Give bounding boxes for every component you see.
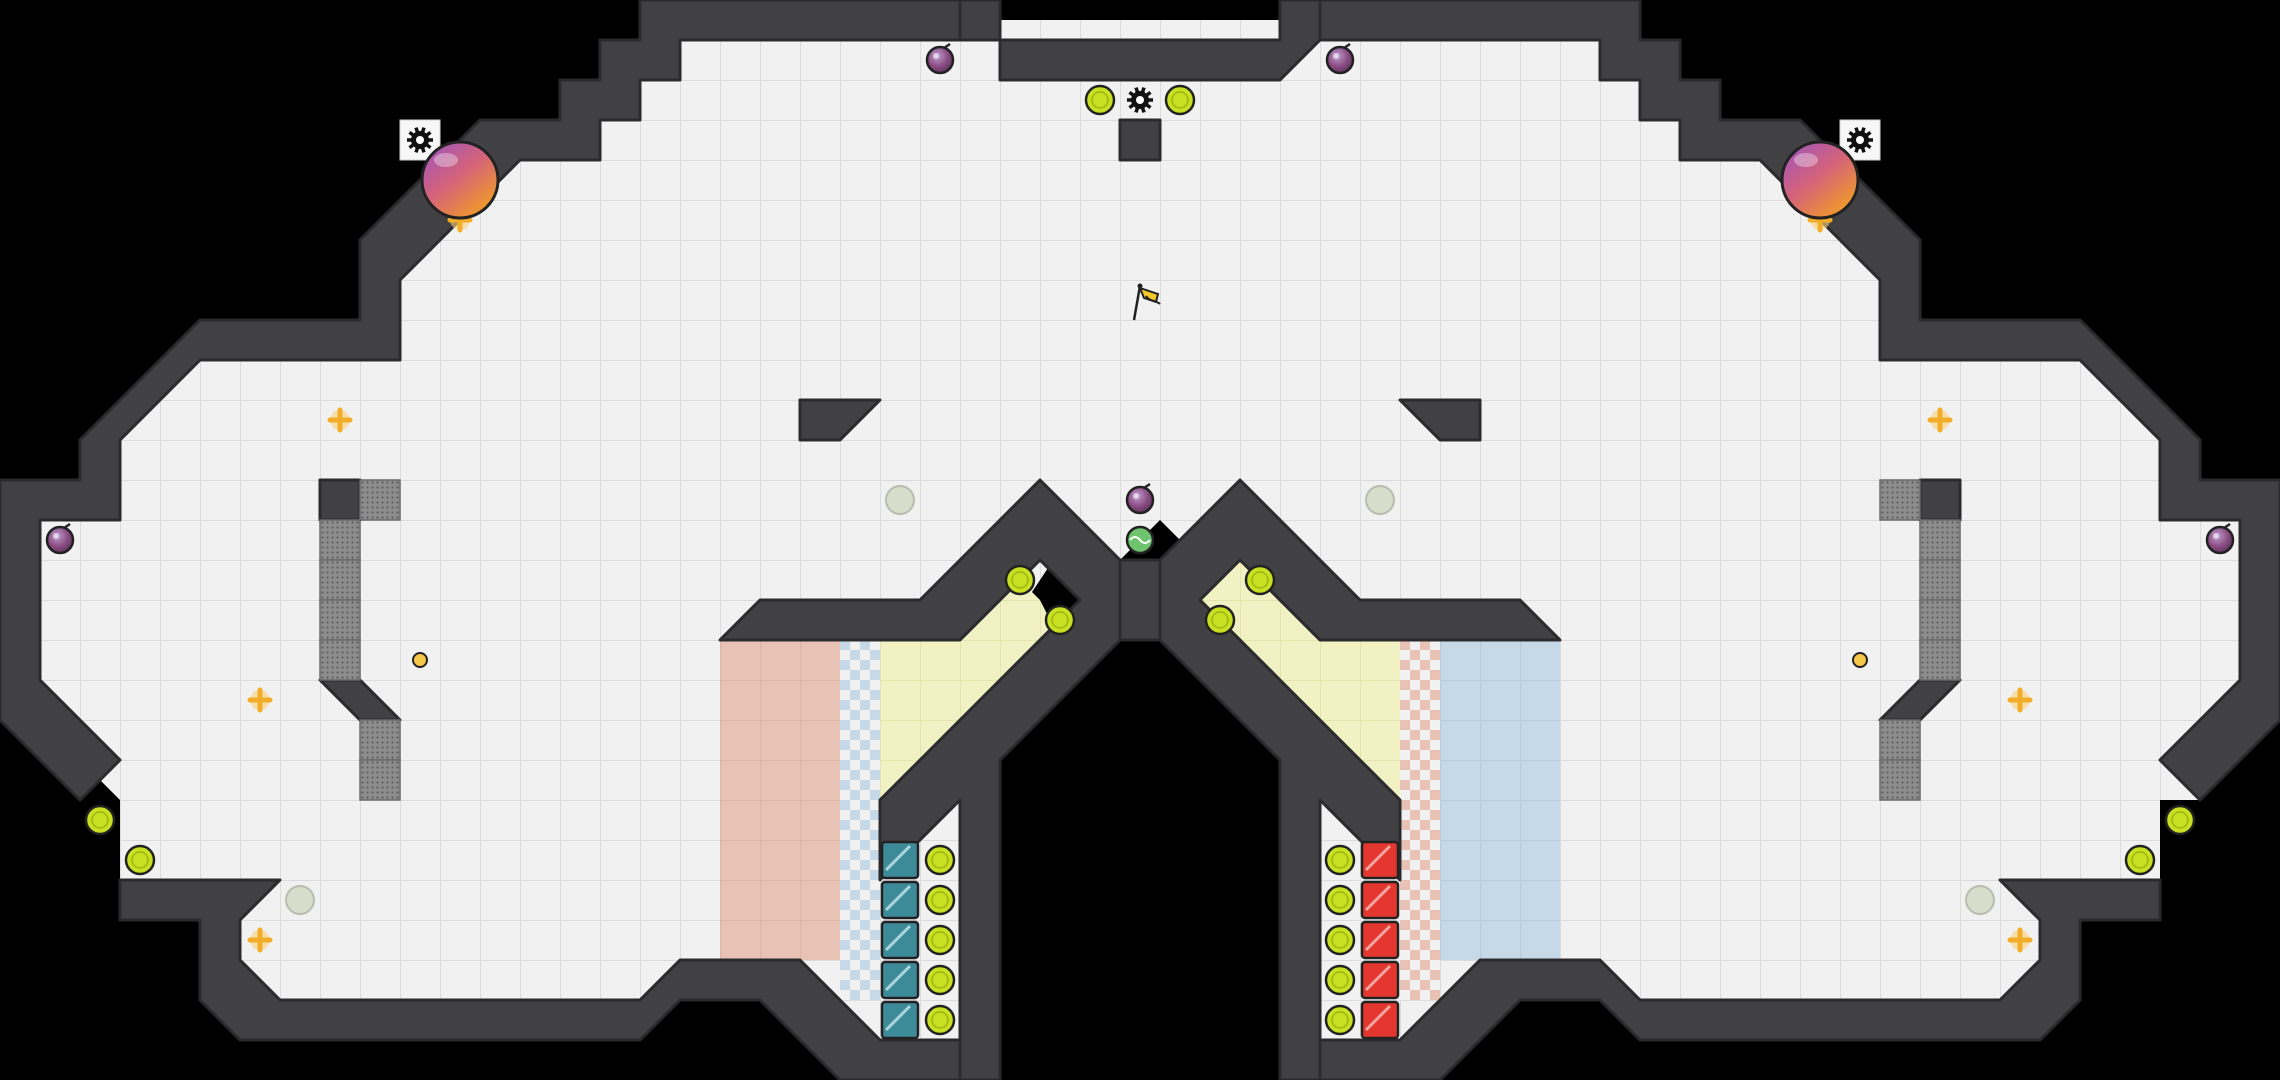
lime-coin[interactable]	[924, 1004, 956, 1036]
team-blocks	[880, 840, 1400, 1040]
wall-right-post	[1918, 478, 1962, 522]
crate	[319, 519, 361, 561]
bomb-icon[interactable]	[2205, 522, 2235, 555]
right-blue-zone	[1440, 640, 1560, 960]
goal-flag-icon[interactable]	[1132, 283, 1161, 321]
right-checker-zone	[1400, 640, 1440, 1000]
wall-right-chevron	[1158, 478, 1562, 1080]
crate	[1879, 479, 1921, 521]
pellet[interactable]	[412, 652, 428, 668]
left-checker-zone	[840, 640, 880, 1000]
left-spawn-orb	[420, 140, 500, 220]
teal-team-block	[880, 920, 920, 960]
crate	[319, 559, 361, 601]
teal-team-block	[880, 880, 920, 920]
lime-coin[interactable]	[124, 844, 156, 876]
green-gem-icon[interactable]	[1125, 525, 1155, 555]
red-team-block	[1360, 1000, 1400, 1040]
lime-coin[interactable]	[1324, 844, 1356, 876]
empty-coin-slot	[285, 885, 315, 915]
crate	[359, 759, 401, 801]
empty-coin-slot	[1965, 885, 1995, 915]
crate	[359, 719, 401, 761]
right-spawn-orb	[1780, 140, 1860, 220]
crate	[1919, 559, 1961, 601]
wall-left-chevron	[718, 478, 1122, 1080]
lime-coin[interactable]	[924, 884, 956, 916]
lime-coin[interactable]	[1004, 564, 1036, 596]
spawn-point-icon	[1927, 407, 1953, 433]
spawn-point-icon	[2007, 927, 2033, 953]
ledge-right	[1398, 398, 1482, 442]
crate	[359, 479, 401, 521]
lime-coin[interactable]	[924, 844, 956, 876]
spawn-point-icon	[327, 407, 353, 433]
arena-floor	[0, 0, 2280, 1040]
crate	[1879, 719, 1921, 761]
red-team-block	[1360, 920, 1400, 960]
pellet[interactable]	[1852, 652, 1868, 668]
right-yellow-zone	[1200, 560, 1400, 800]
crate	[1919, 599, 1961, 641]
breakable-crates	[319, 479, 1961, 801]
empty-coin-slot	[1365, 485, 1395, 515]
crate	[1879, 759, 1921, 801]
lime-coin[interactable]	[2164, 804, 2196, 836]
lime-coin[interactable]	[1324, 924, 1356, 956]
crate	[1919, 519, 1961, 561]
bomb-icon[interactable]	[45, 522, 75, 555]
lime-coin[interactable]	[924, 924, 956, 956]
lime-coin[interactable]	[924, 964, 956, 996]
teal-team-block	[880, 1000, 920, 1040]
red-team-block	[1360, 960, 1400, 1000]
lime-coin[interactable]	[1324, 964, 1356, 996]
left-peach-zone	[720, 640, 840, 960]
wall-center-block	[1118, 118, 1162, 162]
teal-team-block	[880, 840, 920, 880]
bomb-icon[interactable]	[1125, 482, 1155, 515]
red-team-block	[1360, 840, 1400, 880]
lime-coin[interactable]	[1204, 604, 1236, 636]
lime-coin[interactable]	[1084, 84, 1116, 116]
bomb-icon[interactable]	[925, 42, 955, 75]
lime-coin[interactable]	[84, 804, 116, 836]
wall-center-notch	[1118, 558, 1162, 642]
wall-top-right	[1278, 0, 2280, 802]
spike-mine-icon	[399, 119, 441, 161]
lime-coin[interactable]	[2124, 844, 2156, 876]
team-zones	[720, 560, 1560, 1000]
ledge-left	[798, 398, 882, 442]
bomb-icon[interactable]	[1325, 42, 1355, 75]
teal-team-block	[880, 960, 920, 1000]
lime-coin[interactable]	[1044, 604, 1076, 636]
lime-coin[interactable]	[1324, 884, 1356, 916]
red-team-block	[1360, 880, 1400, 920]
spawn-point-icon	[247, 687, 273, 713]
lime-coin[interactable]	[1164, 84, 1196, 116]
wall-left-post	[318, 478, 362, 522]
crate	[319, 639, 361, 681]
spike-mine-icon	[1127, 87, 1153, 113]
lime-coin[interactable]	[1324, 1004, 1356, 1036]
spawn-point-icon	[247, 927, 273, 953]
spawn-point-icon	[2007, 687, 2033, 713]
lime-coin[interactable]	[1244, 564, 1276, 596]
left-yellow-zone	[880, 560, 1060, 800]
crate	[319, 599, 361, 641]
empty-coin-slot	[885, 485, 915, 515]
wall-top-center	[958, 0, 1322, 82]
crate	[1919, 639, 1961, 681]
